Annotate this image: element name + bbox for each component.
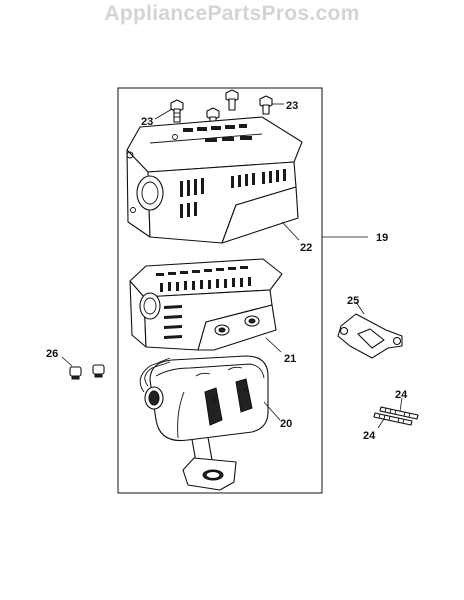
muffler-top-shield-22[interactable]: [126, 116, 303, 244]
leader-21: [265, 337, 282, 353]
leader-20: [263, 401, 281, 421]
exhaust-gasket-25[interactable]: [337, 313, 403, 359]
leader-22: [281, 221, 300, 241]
leader-24-upper: [399, 397, 403, 412]
muffler-body-20[interactable]: [139, 355, 269, 491]
cap-26-left[interactable]: [69, 366, 82, 380]
callout-26: 26: [46, 348, 58, 360]
callout-23-left: 23: [141, 116, 153, 128]
callout-22: 22: [300, 242, 312, 254]
callout-20: 20: [280, 418, 292, 430]
muffler-heat-shield-21[interactable]: [129, 258, 283, 351]
leader-23-left: [154, 108, 173, 120]
bolt-23-left[interactable]: [170, 99, 184, 123]
leader-24-lower: [377, 418, 385, 429]
bolt-23-center[interactable]: [225, 89, 239, 111]
stud-24-upper[interactable]: [379, 406, 419, 420]
assembly-frame: [117, 87, 323, 494]
callout-19: 19: [376, 232, 388, 244]
watermark: AppliancePartsPros.com: [104, 2, 360, 25]
callout-24-upper: 24: [395, 389, 408, 401]
callout-25: 25: [347, 295, 359, 307]
callout-24-lower: 24: [363, 430, 376, 442]
cap-26-right[interactable]: [92, 364, 105, 378]
callout-21: 21: [284, 353, 296, 365]
leader-25: [355, 301, 365, 315]
leader-26: [61, 356, 73, 367]
stud-24-lower[interactable]: [373, 412, 413, 426]
bolt-23-right[interactable]: [259, 95, 273, 115]
callout-23-right: 23: [286, 100, 298, 112]
